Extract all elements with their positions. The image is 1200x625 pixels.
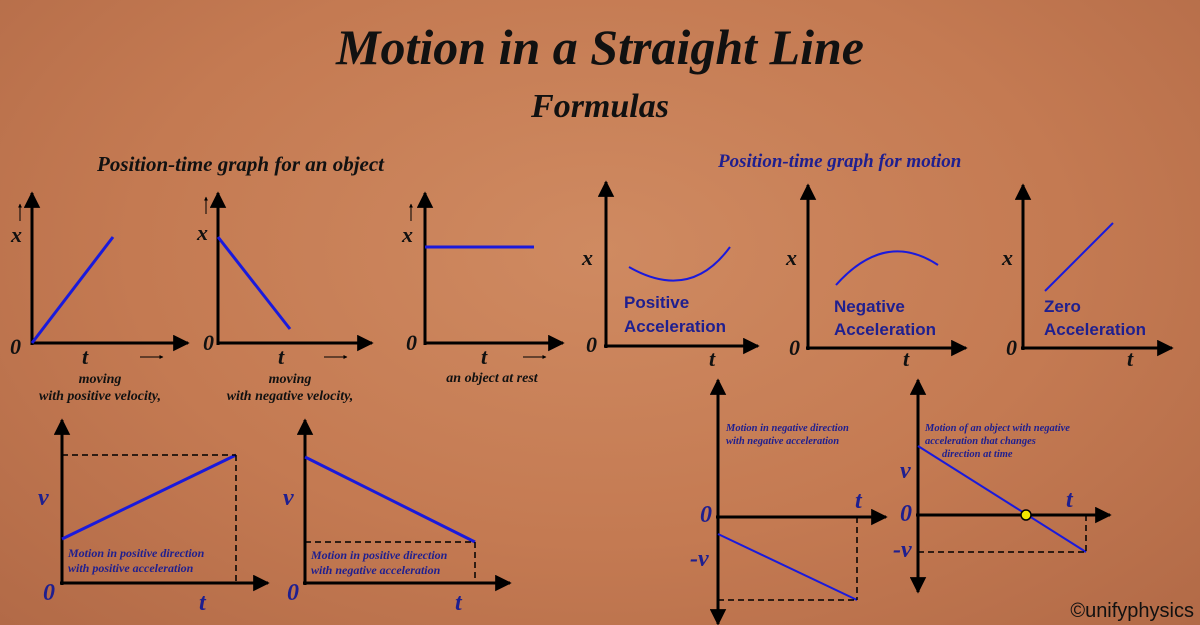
- t-label: t: [1127, 346, 1134, 371]
- vt-graph-positive-negative: v 0 t Motion in positive direction with …: [283, 418, 512, 616]
- caption-line1: Motion of an object with negative: [924, 423, 1070, 434]
- v-label: v: [38, 485, 49, 511]
- copyright-notice: ©unifyphysics: [1070, 600, 1194, 622]
- caption-line1: Motion in negative direction: [725, 423, 849, 434]
- section-right-heading: Position-time graph for motion: [718, 151, 962, 172]
- x-label: x: [196, 220, 208, 245]
- origin-label: 0: [43, 580, 55, 606]
- accel-label-line1: Zero: [1044, 297, 1081, 316]
- accel-label-line2: Acceleration: [1044, 320, 1146, 339]
- x-label: x: [785, 245, 797, 270]
- graph-at-rest: x 0 t an object at rest: [401, 191, 565, 386]
- t-label: t: [199, 590, 207, 616]
- turning-point-marker: [1020, 509, 1032, 521]
- position-line: [216, 236, 292, 330]
- origin-label: 0: [287, 580, 299, 606]
- graph-negative-velocity: x 0 t moving with negative velocity,: [196, 191, 374, 404]
- x-label: x: [401, 222, 413, 247]
- x-label: x: [1001, 245, 1013, 270]
- t-label: t: [455, 590, 463, 616]
- vt-graph-changes-direction: v 0 -v t Motion of an object with negati…: [893, 378, 1112, 594]
- accel-label-line2: Acceleration: [834, 320, 936, 339]
- caption-line1: Motion in positive direction: [67, 546, 205, 560]
- t-label: t: [82, 344, 89, 369]
- origin-label: 0: [10, 334, 21, 359]
- position-line: [30, 236, 115, 344]
- vt-graph-negative-negative: 0 -v t Motion in negative direction with…: [690, 378, 888, 625]
- velocity-line: [61, 453, 237, 541]
- origin-label: 0: [700, 502, 712, 528]
- origin-label: 0: [406, 330, 417, 355]
- graph-positive-acceleration: x 0 t Positive Acceleration: [581, 180, 760, 371]
- velocity-line: [304, 455, 476, 544]
- t-label: t: [709, 346, 716, 371]
- x-label: x: [10, 222, 22, 247]
- page-subtitle: Formulas: [531, 88, 669, 125]
- position-line: [1044, 222, 1114, 292]
- page-title: Motion in a Straight Line: [336, 19, 864, 75]
- position-curve: [628, 246, 731, 282]
- neg-v-label: -v: [690, 546, 709, 572]
- t-label: t: [855, 488, 863, 514]
- graph-zero-acceleration: x 0 t Zero Acceleration: [1001, 183, 1174, 371]
- v-label: v: [900, 458, 911, 484]
- caption-line2: with positive acceleration: [68, 561, 194, 575]
- origin-label: 0: [586, 332, 597, 357]
- t-label: t: [1066, 487, 1074, 513]
- caption-line2: with negative velocity,: [227, 389, 354, 404]
- graph-positive-velocity: x 0 t moving with positive velocity,: [10, 191, 190, 404]
- caption-line2: acceleration that changes: [925, 436, 1036, 447]
- neg-v-label: -v: [893, 537, 912, 563]
- caption-line2: with negative acceleration: [311, 563, 441, 577]
- velocity-line: [917, 445, 1087, 553]
- origin-label: 0: [900, 501, 912, 527]
- origin-label: 0: [203, 330, 214, 355]
- velocity-line: [717, 533, 858, 601]
- origin-label: 0: [789, 335, 800, 360]
- t-label: t: [278, 344, 285, 369]
- graph-negative-acceleration: x 0 t Negative Acceleration: [785, 183, 968, 371]
- position-curve: [835, 250, 939, 286]
- accel-label-line1: Negative: [834, 297, 905, 316]
- caption-line1: moving: [269, 372, 312, 387]
- caption-line1: Motion in positive direction: [310, 548, 448, 562]
- accel-label-line2: Acceleration: [624, 317, 726, 336]
- accel-label-line1: Positive: [624, 293, 689, 312]
- t-label: t: [903, 346, 910, 371]
- x-label: x: [581, 245, 593, 270]
- origin-label: 0: [1006, 335, 1017, 360]
- v-label: v: [283, 485, 294, 511]
- caption-line3: direction at time: [942, 449, 1013, 460]
- section-left-heading: Position-time graph for an object: [97, 152, 385, 176]
- caption-line1: moving: [79, 372, 122, 387]
- caption-line2: with positive velocity,: [39, 389, 161, 404]
- caption-line2: with negative acceleration: [726, 436, 839, 447]
- caption-line1: an object at rest: [446, 371, 538, 386]
- t-label: t: [481, 344, 488, 369]
- vt-graph-positive-positive: v 0 t Motion in positive direction with …: [38, 418, 270, 616]
